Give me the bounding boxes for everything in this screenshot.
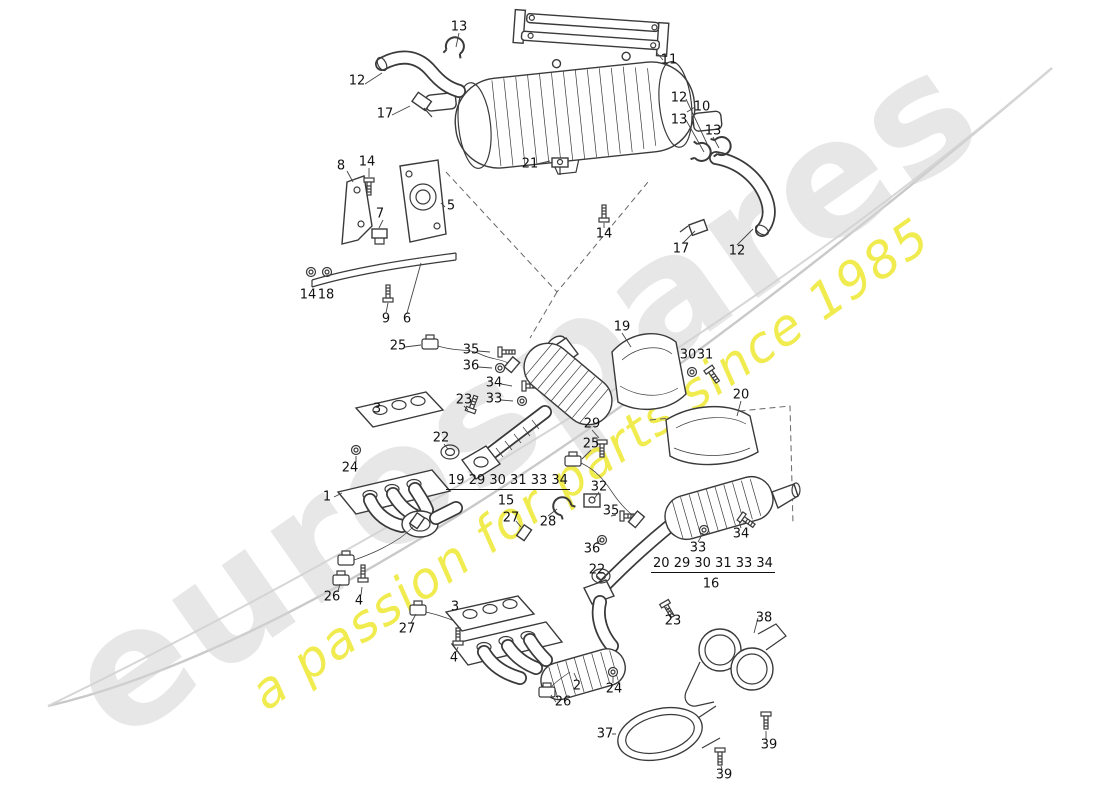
part-label-24-56[interactable]: 24 xyxy=(605,681,623,697)
part-label-29-32[interactable]: 29 xyxy=(583,416,601,432)
part-label-5-11[interactable]: 5 xyxy=(446,198,456,214)
part-label-9-18[interactable]: 9 xyxy=(381,311,391,327)
part-label-23-29[interactable]: 23 xyxy=(455,392,473,408)
part-label-27-51[interactable]: 27 xyxy=(398,621,416,637)
part-label-12-4[interactable]: 12 xyxy=(670,90,688,106)
gasket-ring-22a xyxy=(440,444,460,460)
part-label-26-47[interactable]: 26 xyxy=(323,589,341,605)
hose-fitting-17b xyxy=(679,218,709,237)
part-label-15-37[interactable]: 15 xyxy=(497,493,515,509)
leader-lines xyxy=(333,32,767,770)
part-label-2-55[interactable]: 2 xyxy=(572,678,582,694)
part-label-22-31[interactable]: 22 xyxy=(432,430,450,446)
part-label-24-34[interactable]: 24 xyxy=(341,460,359,476)
part-label-34-26[interactable]: 34 xyxy=(485,375,503,391)
bracket-8 xyxy=(341,175,373,245)
part-label-36-42[interactable]: 36 xyxy=(583,541,601,557)
part-label-20-29-30-31-33-34-45[interactable]: 20 29 30 31 33 34 xyxy=(651,556,775,573)
part-label-3-28[interactable]: 3 xyxy=(372,401,382,417)
vent-hose-right-12 xyxy=(709,151,776,237)
heat-shield-20 xyxy=(665,406,759,466)
construction-lines xyxy=(445,171,794,525)
part-label-34-44[interactable]: 34 xyxy=(732,526,750,542)
part-label-36-22[interactable]: 36 xyxy=(462,358,480,374)
part-label-19-29-30-31-33-34-36[interactable]: 19 29 30 31 33 34 xyxy=(446,473,570,490)
part-label-21-10[interactable]: 21 xyxy=(521,156,539,172)
manifold-gasket-3b xyxy=(444,595,536,632)
bracket-32 xyxy=(583,493,601,508)
bracket-5 xyxy=(399,159,447,243)
oxygen-sensor-25a xyxy=(421,334,521,374)
tailpipe-dual-38 xyxy=(684,623,787,707)
part-label-26-57[interactable]: 26 xyxy=(554,694,572,710)
part-label-8-9[interactable]: 8 xyxy=(336,158,346,174)
part-label-11-1[interactable]: 11 xyxy=(660,52,678,68)
part-label-17-3[interactable]: 17 xyxy=(376,106,394,122)
part-label-31-25[interactable]: 31 xyxy=(696,347,714,363)
part-label-25-20[interactable]: 25 xyxy=(389,338,407,354)
part-label-12-15[interactable]: 12 xyxy=(728,243,746,259)
oxygen-sensor-25b xyxy=(564,451,646,529)
mounting-bar-11 xyxy=(512,8,670,58)
heat-shield-19 xyxy=(611,333,687,411)
pipe-flange-16 xyxy=(583,579,619,653)
part-label-1-35[interactable]: 1 xyxy=(322,489,332,505)
part-label-38-53[interactable]: 38 xyxy=(755,610,773,626)
catalytic-converter-1 xyxy=(460,335,613,480)
hose-fitting-17a xyxy=(411,91,433,118)
part-label-19-23[interactable]: 19 xyxy=(613,319,631,335)
gasket-ring-22b xyxy=(591,568,611,584)
part-label-12-2[interactable]: 12 xyxy=(348,73,366,89)
part-label-14-8[interactable]: 14 xyxy=(358,154,376,170)
vent-hose-left-12 xyxy=(375,50,466,98)
part-label-14-16[interactable]: 14 xyxy=(299,287,317,303)
oxygen-sensor-27a xyxy=(337,511,426,566)
part-label-13-0[interactable]: 13 xyxy=(450,19,468,35)
part-label-14-13[interactable]: 14 xyxy=(595,226,613,242)
rear-muffler-10 xyxy=(424,51,723,175)
part-label-10-5[interactable]: 10 xyxy=(693,99,711,115)
part-label-35-21[interactable]: 35 xyxy=(462,342,480,358)
part-label-17-14[interactable]: 17 xyxy=(672,241,690,257)
bracket-21 xyxy=(551,157,569,175)
part-label-37-58[interactable]: 37 xyxy=(596,726,614,742)
exhaust-manifold-2 xyxy=(450,621,626,701)
connector-26b xyxy=(538,671,571,698)
part-label-3-50[interactable]: 3 xyxy=(450,599,460,615)
support-strip-6 xyxy=(311,252,457,288)
part-label-13-7[interactable]: 13 xyxy=(704,123,722,139)
part-label-16-46[interactable]: 16 xyxy=(702,576,720,592)
part-label-6-19[interactable]: 6 xyxy=(402,311,412,327)
background-swoosh-lower xyxy=(47,67,1053,708)
part-label-13-6[interactable]: 13 xyxy=(670,112,688,128)
part-label-20-30[interactable]: 20 xyxy=(732,387,750,403)
clip-7 xyxy=(371,228,388,245)
part-label-7-12[interactable]: 7 xyxy=(375,206,385,222)
part-label-33-27[interactable]: 33 xyxy=(485,391,503,407)
part-label-25-33[interactable]: 25 xyxy=(582,436,600,452)
part-label-18-17[interactable]: 18 xyxy=(317,287,335,303)
sensor-boss-27 xyxy=(515,523,533,542)
part-label-22-49[interactable]: 22 xyxy=(588,562,606,578)
part-label-35-41[interactable]: 35 xyxy=(602,503,620,519)
part-label-33-43[interactable]: 33 xyxy=(689,540,707,556)
part-label-23-52[interactable]: 23 xyxy=(664,613,682,629)
part-label-32-38[interactable]: 32 xyxy=(590,479,608,495)
part-label-4-54[interactable]: 4 xyxy=(449,650,459,666)
part-label-4-48[interactable]: 4 xyxy=(354,593,364,609)
part-label-39-60[interactable]: 39 xyxy=(715,767,733,783)
part-label-28-40[interactable]: 28 xyxy=(539,514,557,530)
tailpipe-oval-37 xyxy=(617,705,721,762)
part-label-39-59[interactable]: 39 xyxy=(760,737,778,753)
manifold-gasket-3a xyxy=(354,391,445,428)
part-label-30-24[interactable]: 30 xyxy=(679,347,697,363)
part-label-27-39[interactable]: 27 xyxy=(502,510,520,526)
